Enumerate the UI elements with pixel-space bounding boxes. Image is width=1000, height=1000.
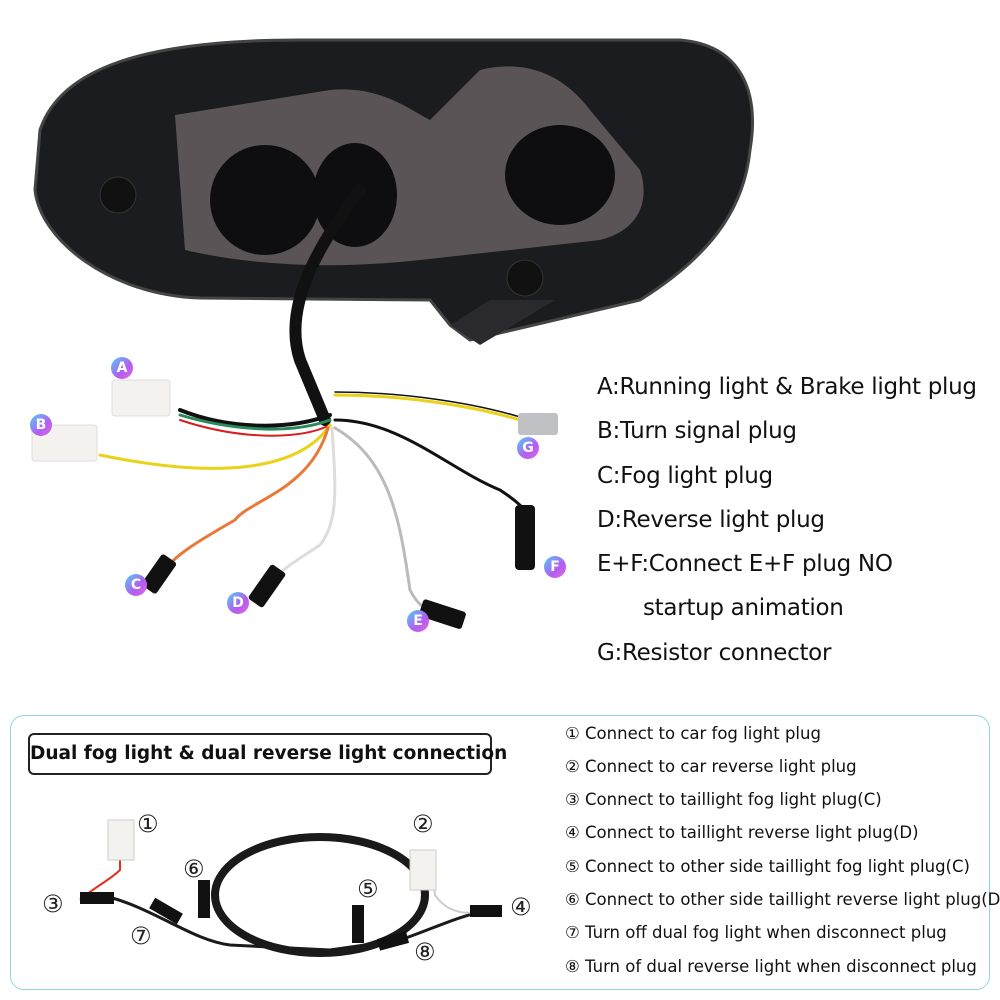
step-4: ④ Connect to taillight reverse light plu…: [565, 823, 919, 842]
step-1: ① Connect to car fog light plug: [565, 724, 821, 743]
connection-panel: [10, 715, 990, 990]
label-ef: E+F:Connect E+F plug NO: [597, 551, 893, 577]
step-2: ② Connect to car reverse light plug: [565, 757, 857, 776]
label-a: A:Running light & Brake light plug: [597, 374, 977, 400]
marker-3: ③: [42, 890, 64, 918]
marker-1: ①: [137, 810, 159, 838]
badge-e: E: [407, 610, 429, 632]
marker-2: ②: [412, 810, 434, 838]
dual-connection-harness: [79, 819, 502, 957]
taillight-housing: [33, 38, 754, 345]
marker-4: ④: [510, 893, 532, 921]
badge-g: G: [517, 437, 539, 459]
label-g: G:Resistor connector: [597, 640, 832, 666]
plugs: [31, 379, 558, 629]
step-7: ⑦ Turn off dual fog light when disconnec…: [565, 923, 947, 942]
label-b: B:Turn signal plug: [597, 418, 797, 444]
badge-d: D: [227, 592, 249, 614]
step-8: ⑧ Turn of dual reverse light when discon…: [565, 957, 977, 976]
label-d: D:Reverse light plug: [597, 507, 825, 533]
label-c: C:Fog light plug: [597, 463, 773, 489]
badge-a: A: [111, 357, 133, 379]
step-6: ⑥ Connect to other side taillight revers…: [565, 890, 1000, 909]
marker-5: ⑤: [357, 875, 379, 903]
badge-f: F: [544, 556, 566, 578]
badge-c: C: [125, 574, 147, 596]
marker-6: ⑥: [183, 855, 205, 883]
badge-b: B: [30, 414, 52, 436]
connection-title: Dual fog light & dual reverse light conn…: [28, 733, 507, 775]
step-3: ③ Connect to taillight fog light plug(C): [565, 790, 882, 809]
label-ef-cont: startup animation: [643, 595, 844, 621]
marker-8: ⑧: [414, 938, 436, 966]
marker-7: ⑦: [130, 922, 152, 950]
step-5: ⑤ Connect to other side taillight fog li…: [565, 857, 970, 876]
